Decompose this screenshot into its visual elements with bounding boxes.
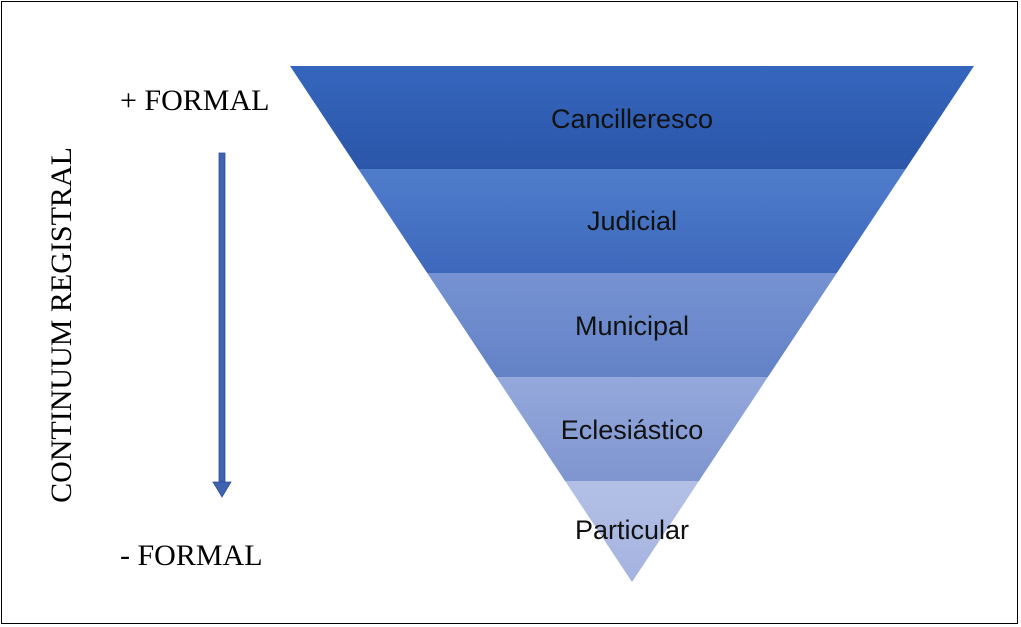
funnel-level-1 [290, 66, 974, 169]
funnel-level-3 [427, 273, 837, 377]
funnel-level-label: Municipal [575, 311, 689, 341]
more-formal-label: + FORMAL [120, 84, 270, 117]
down-arrow-icon [212, 152, 232, 498]
arrow-head [212, 481, 232, 498]
funnel-level-4 [496, 377, 768, 481]
funnel-level-label: Judicial [587, 206, 677, 236]
less-formal-label: - FORMAL [120, 539, 263, 572]
funnel-level-2 [358, 169, 906, 273]
funnel-level-label: Cancilleresco [551, 104, 713, 134]
arrow-shaft [218, 152, 226, 484]
funnel-level-5 [565, 481, 699, 582]
funnel-level-label: Particular [575, 515, 689, 545]
funnel-level-label: Eclesiástico [561, 415, 704, 445]
